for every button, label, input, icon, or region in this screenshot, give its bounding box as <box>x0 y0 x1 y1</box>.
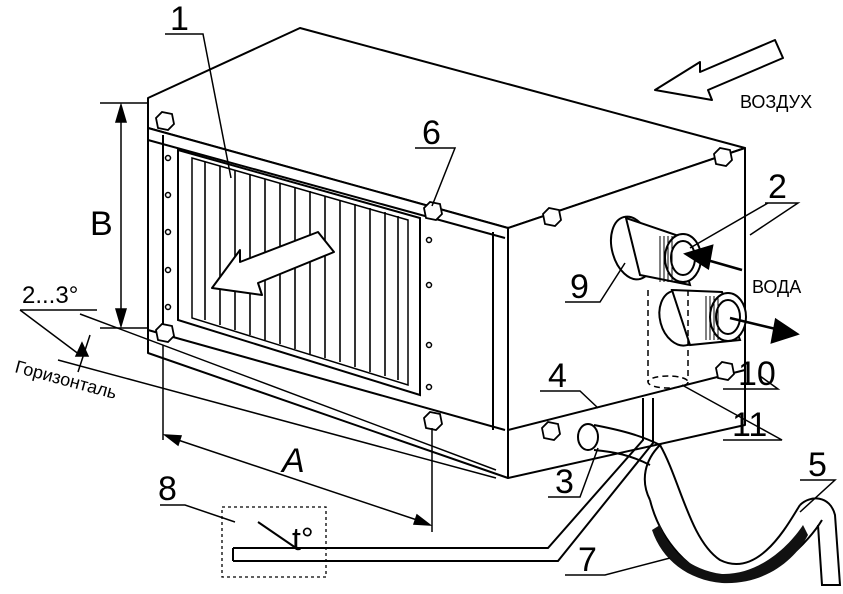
bolt-icon <box>423 201 443 221</box>
housing-front <box>147 127 509 479</box>
callout-8: 8 <box>158 470 177 508</box>
bolt-icon <box>541 421 561 441</box>
callout-9: 9 <box>570 268 589 306</box>
pipe-connections <box>609 215 747 347</box>
dimension-lines <box>19 102 497 532</box>
coil-grille <box>177 148 421 397</box>
trap-water <box>652 525 808 584</box>
callout-5: 5 <box>808 446 827 484</box>
callouts: 1 2 3 4 5 6 7 8 9 10 11 <box>158 0 827 579</box>
bolt-icon <box>715 361 735 381</box>
callout-3: 3 <box>555 463 574 501</box>
airflow-out-arrow-icon <box>211 231 335 296</box>
drain-trap <box>577 423 842 586</box>
water-label: ВОДА <box>752 277 801 297</box>
air-label: ВОЗДУХ <box>740 92 812 112</box>
bolt-icon <box>542 207 562 227</box>
water-arrows <box>683 244 800 344</box>
bolts <box>155 111 735 441</box>
bolt-icon <box>713 147 733 167</box>
callout-10: 10 <box>738 355 776 393</box>
tilt-label: 2...3° <box>22 282 78 309</box>
callout-6: 6 <box>422 114 441 152</box>
leader-lines <box>160 33 837 576</box>
drain-pocket <box>647 290 689 389</box>
callout-11: 11 <box>732 406 767 444</box>
bolt-icon <box>423 411 443 431</box>
airflow-in-arrow-icon <box>654 39 784 101</box>
horizontal-label: Горизонталь <box>13 357 119 403</box>
bolt-icon <box>155 111 175 131</box>
capillary <box>232 398 654 562</box>
thermostat-box <box>221 506 327 578</box>
flange-holes <box>164 154 433 391</box>
bolt-icon <box>155 323 175 343</box>
dim-b-label: B <box>90 205 113 243</box>
callout-1: 1 <box>170 0 189 38</box>
thermo-label: t° <box>292 521 314 557</box>
callout-7: 7 <box>578 541 597 579</box>
callout-4: 4 <box>548 357 567 395</box>
callout-2: 2 <box>768 168 787 206</box>
dim-a-label: A <box>280 442 305 480</box>
housing <box>147 27 746 479</box>
